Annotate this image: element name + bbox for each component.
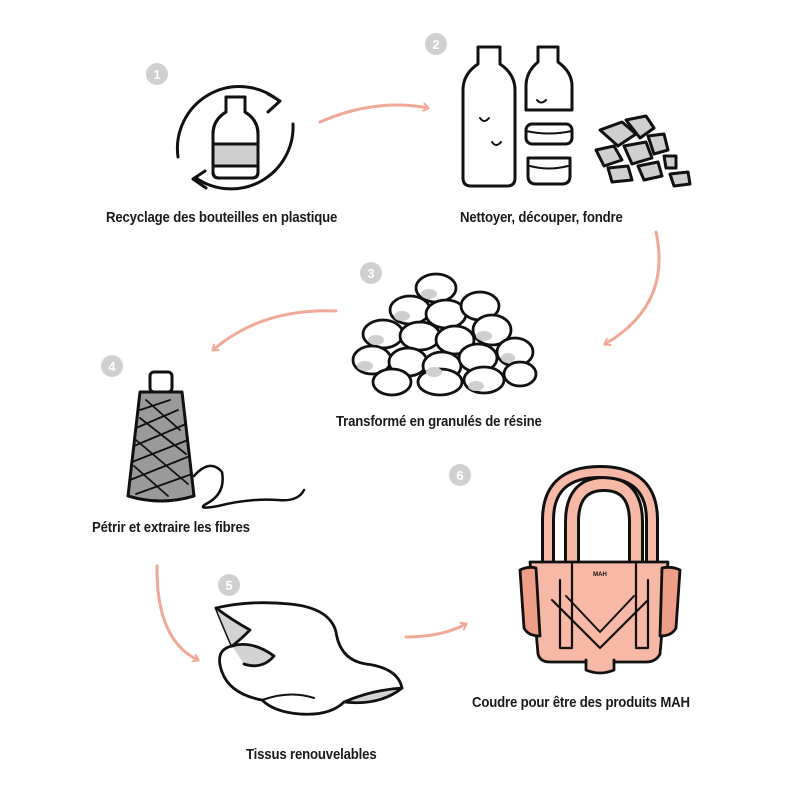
step-badge-5: 5 xyxy=(218,574,240,596)
svg-text:4: 4 xyxy=(108,359,116,374)
step-label-1: Recyclage des bouteilles en plastique xyxy=(106,209,338,226)
step-badge-1: 1 xyxy=(146,63,168,85)
step-label-5: Tissus renouvelables xyxy=(246,746,377,763)
svg-text:6: 6 xyxy=(456,468,463,483)
step-label-2: Nettoyer, découper, fondre xyxy=(460,209,623,226)
fiber-spool-icon xyxy=(126,370,306,509)
step-label-3: Transformé en granulés de résine xyxy=(336,413,542,430)
arrow-2-to-3 xyxy=(605,230,661,344)
arrow-5-to-6 xyxy=(404,624,466,639)
svg-text:3: 3 xyxy=(367,266,374,281)
bottles-cut-icon xyxy=(461,45,692,188)
arrow-4-to-5 xyxy=(155,564,198,660)
bag-logo: MAH xyxy=(593,572,607,578)
arrow-3-to-4 xyxy=(213,309,338,352)
recycle-bottle-icon xyxy=(175,85,295,191)
step-label-6: Coudre pour être des produits MAH xyxy=(472,694,690,711)
step-badge-4: 4 xyxy=(101,355,123,377)
svg-text:2: 2 xyxy=(432,37,439,52)
resin-pellets-icon xyxy=(351,272,538,397)
svg-text:1: 1 xyxy=(153,67,160,82)
step-badge-2: 2 xyxy=(425,33,447,55)
tote-bag-icon: MAH xyxy=(518,465,682,675)
flow-arrows xyxy=(155,105,661,660)
step-badges: 1 2 3 4 5 6 xyxy=(101,33,471,596)
step-badge-3: 3 xyxy=(360,262,382,284)
fabric-icon xyxy=(214,601,404,716)
arrow-1-to-2 xyxy=(318,105,428,124)
svg-text:5: 5 xyxy=(225,578,232,593)
step-label-4: Pétrir et extraire les fibres xyxy=(92,519,250,536)
step-badge-6: 6 xyxy=(449,464,471,486)
